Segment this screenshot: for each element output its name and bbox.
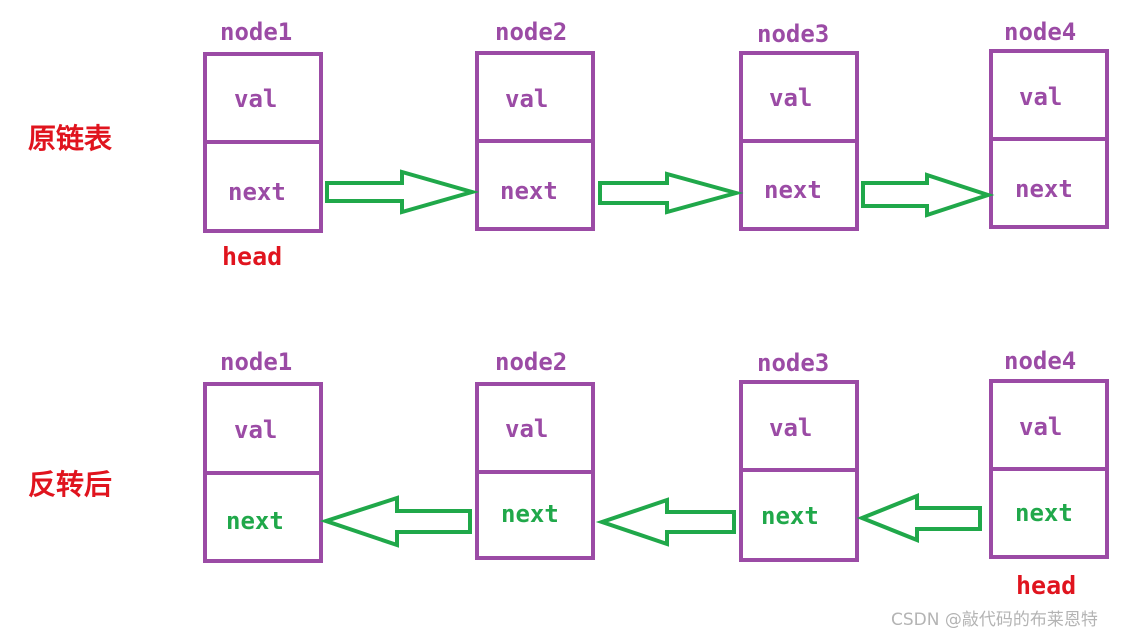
val-field: val: [505, 415, 548, 443]
val-field: val: [1019, 413, 1062, 441]
val-field: val: [1019, 83, 1062, 111]
next-field: next: [228, 178, 286, 206]
val-field: val: [769, 84, 812, 112]
next-field: next: [764, 176, 822, 204]
node-title: node2: [495, 18, 567, 46]
node-original-3: node3 val next: [739, 20, 859, 231]
node-title: node4: [1004, 347, 1076, 375]
node-title: node1: [220, 18, 292, 46]
arrow-left-icon: [319, 495, 472, 548]
node-reversed-4: node4 val next: [989, 347, 1109, 559]
node-reversed-1: node1 val next: [203, 348, 323, 563]
node-title: node2: [495, 348, 567, 376]
node-title: node1: [220, 348, 292, 376]
node-title: node4: [1004, 18, 1076, 46]
node-original-4: node4 val next: [989, 18, 1109, 229]
val-field: val: [234, 416, 277, 444]
node-original-1: node1 val next: [203, 18, 323, 233]
next-field: next: [226, 507, 284, 535]
arrow-left-icon: [856, 493, 982, 543]
head-label-original: head: [222, 242, 282, 271]
row-label-original: 原链表: [28, 122, 112, 155]
reversed-list-row: 反转后 node1 val next node2 val next node3 …: [28, 347, 1109, 600]
next-field: next: [1015, 499, 1073, 527]
next-field: next: [1015, 175, 1073, 203]
arrow-right-icon: [325, 169, 480, 215]
val-field: val: [505, 85, 548, 113]
node-reversed-2: node2 val next: [475, 348, 595, 560]
next-field: next: [761, 502, 819, 530]
node-title: node3: [757, 349, 829, 377]
head-label-reversed: head: [1016, 571, 1076, 600]
watermark: CSDN @敲代码的布莱恩特: [891, 610, 1098, 630]
val-field: val: [234, 85, 277, 113]
node-original-2: node2 val next: [475, 18, 595, 231]
original-list-row: 原链表 node1 val next node2 val next node3 …: [28, 18, 1109, 271]
next-field: next: [501, 500, 559, 528]
arrow-right-icon: [861, 172, 995, 218]
arrow-left-icon: [595, 497, 736, 547]
node-title: node3: [757, 20, 829, 48]
next-field: next: [500, 177, 558, 205]
node-reversed-3: node3 val next: [739, 349, 859, 562]
arrow-right-icon: [598, 171, 744, 215]
val-field: val: [769, 414, 812, 442]
row-label-reversed: 反转后: [28, 468, 112, 501]
